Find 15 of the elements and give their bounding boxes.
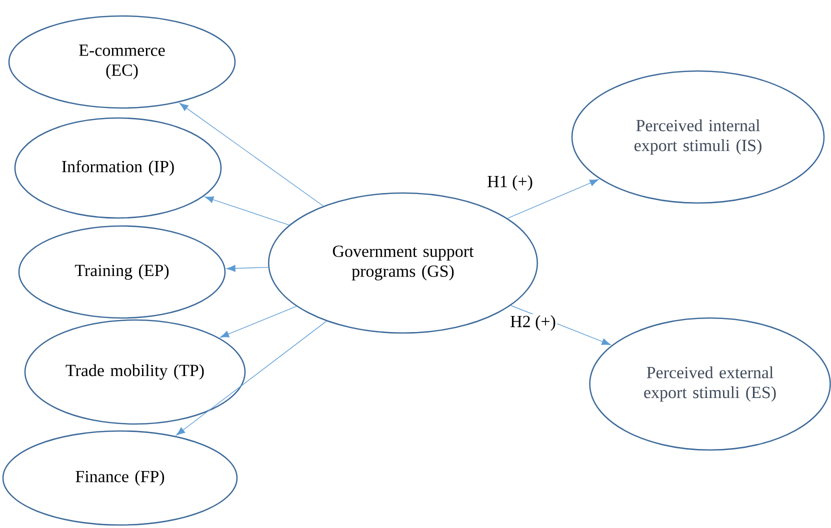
ellipse-node: Information (IP) [14,117,222,219]
arrow [176,320,327,436]
ellipse-node: Perceived internal export stimuli (IS) [571,70,825,204]
ellipse-node: Perceived external export stimuli (ES) [589,317,831,451]
arrow [226,264,269,272]
ellipse-node: E-commerce (EC) [8,15,236,109]
arrow [204,196,290,226]
ellipse-node: Finance (FP) [2,430,238,526]
ellipse-node: Training (EP) [18,225,226,319]
arrow [220,306,297,338]
edge-label: H2 (+) [508,314,558,332]
edge-label: H1 (+) [486,174,534,192]
arrow [507,179,599,219]
arrow [179,102,324,206]
ellipse-node: Trade mobility (TP) [24,319,246,425]
